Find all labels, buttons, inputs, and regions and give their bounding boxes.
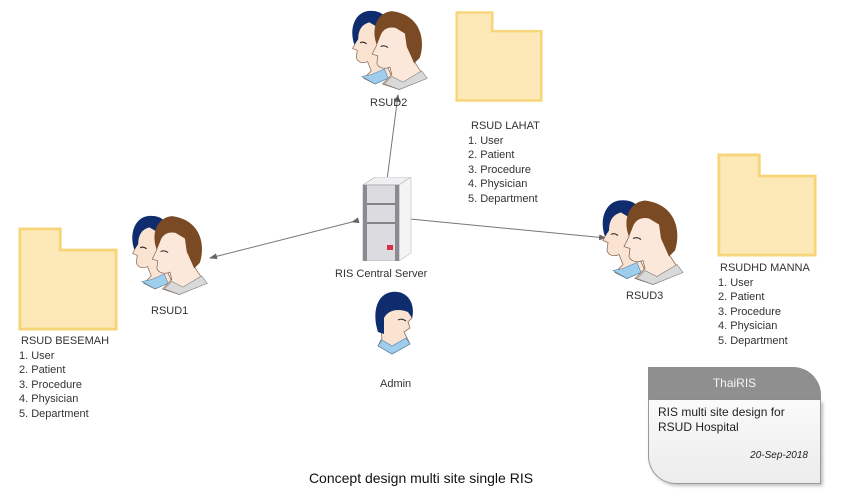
rsud1-label: RSUD1 — [151, 305, 189, 317]
rsud3-folder-icon — [715, 153, 819, 257]
card-title: ThaiRIS — [648, 367, 821, 400]
list-item: 1. User — [468, 134, 504, 147]
list-item: 3. Procedure — [468, 163, 531, 176]
list-item: 2. Patient — [19, 364, 66, 376]
diagram-caption: Concept design multi site single RIS — [308, 470, 534, 486]
admin-label: Admin — [380, 378, 412, 390]
rsud3-label: RSUD3 — [626, 290, 664, 302]
list-item: 4. Physician — [19, 393, 79, 405]
hospital-name: RSUDHD MANNA — [720, 262, 810, 274]
connector-server-rsud1 — [209, 217, 360, 260]
connector-server-rsud3 — [402, 215, 607, 241]
list-item: 2. Patient — [468, 149, 515, 161]
info-card: ThaiRIS RIS multi site design for RSUD H… — [648, 367, 821, 484]
card-description: RIS multi site design for RSUD Hospital — [658, 405, 785, 434]
server-icon — [362, 177, 412, 261]
rsud2-users-icon — [347, 3, 431, 93]
rsud2-hospital-list: RSUD LAHAT 1. User 2. Patient 3. Procedu… — [468, 119, 540, 206]
card-body: RIS multi site design for RSUD Hospital … — [648, 400, 821, 484]
list-item: 1. User — [718, 276, 754, 289]
list-item: 5. Department — [468, 192, 538, 205]
list-item: 4. Physician — [718, 320, 778, 332]
list-item: 4. Physician — [468, 178, 528, 190]
admin-person-icon — [375, 291, 413, 355]
rsud3-users-icon — [597, 192, 687, 288]
list-item: 5. Department — [718, 334, 788, 347]
rsud1-hospital-list: RSUD BESEMAH 1. User 2. Patient 3. Proce… — [19, 334, 109, 421]
rsud1-users-icon — [127, 208, 211, 298]
connector-server-rsud2 — [383, 94, 401, 188]
list-item: 3. Procedure — [718, 305, 781, 318]
hospital-name: RSUD BESEMAH — [21, 335, 110, 347]
hospital-name: RSUD LAHAT — [471, 120, 540, 132]
rsud2-label: RSUD2 — [370, 97, 408, 109]
rsud1-folder-icon — [16, 227, 120, 331]
list-item: 2. Patient — [718, 291, 765, 303]
rsud2-folder-icon — [455, 4, 543, 109]
list-item: 3. Procedure — [19, 378, 82, 391]
card-date: 20-Sep-2018 — [750, 450, 808, 461]
list-item: 5. Department — [19, 407, 89, 420]
list-item: 1. User — [19, 349, 55, 362]
rsud3-hospital-list: RSUDHD MANNA 1. User 2. Patient 3. Proce… — [718, 261, 810, 348]
server-label: RIS Central Server — [335, 268, 428, 280]
